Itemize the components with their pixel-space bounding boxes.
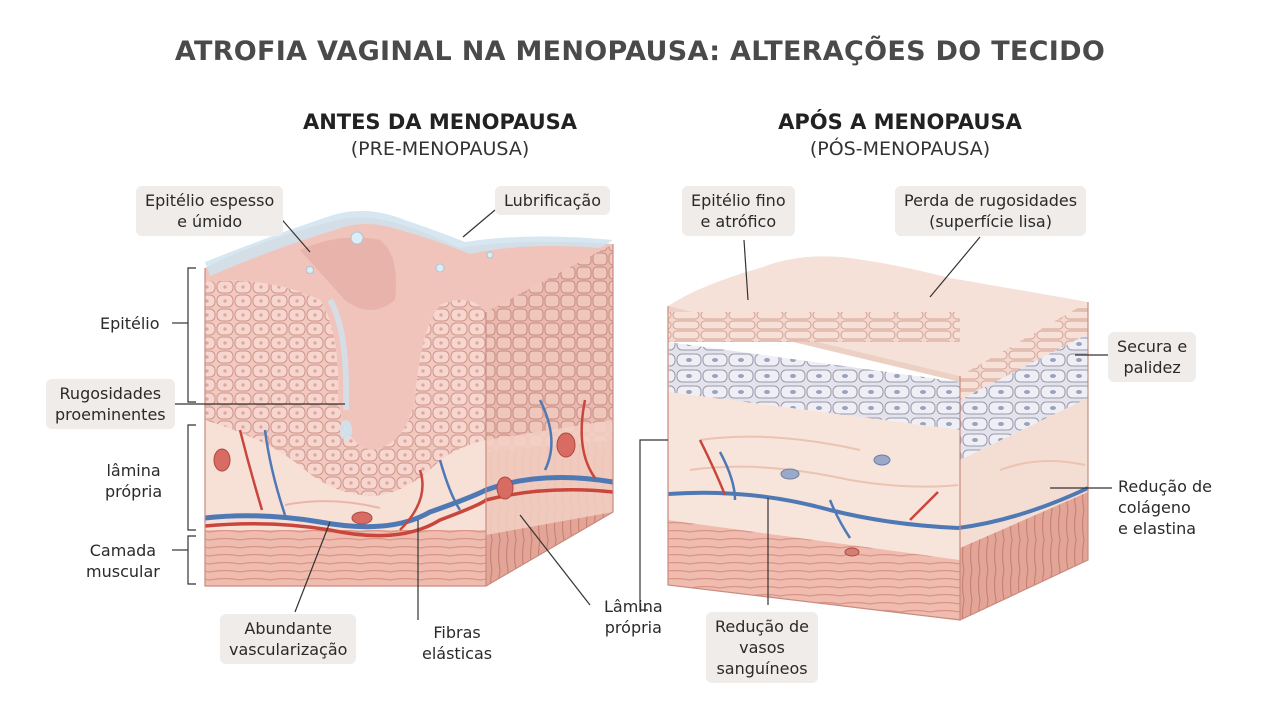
label-fibras-line2: elásticas [422, 644, 493, 663]
label-lubrificacao-text: Lubrificação [504, 191, 602, 210]
label-secura-palidez: Secura e palidez [1108, 332, 1197, 382]
label-epitelio: Epitélio [100, 313, 160, 334]
page-title: ATROFIA VAGINAL NA MENOPAUSA: ALTERAÇÕES… [174, 36, 1106, 67]
label-colageno-line1: Redução de [1118, 477, 1213, 496]
label-vasos-line1: Redução de [715, 617, 810, 636]
label-fibras-elasticas: Fibras elásticas [422, 622, 492, 664]
label-camada-muscular-line1: Camada [89, 541, 157, 560]
left-panel-heading: ANTES DA MENOPAUSA (PRE-MENOPAUSA) [200, 110, 680, 160]
label-rugosidades-line2: proeminentes [55, 405, 166, 424]
label-vasos-line3: sanguíneos [716, 659, 808, 678]
left-heading-text: ANTES DA MENOPAUSA [302, 110, 578, 134]
label-secura-line2: palidez [1123, 358, 1181, 377]
label-fibras-line1: Fibras [433, 623, 481, 642]
label-lamina-propria-bottom: Lâmina própria [604, 596, 663, 638]
label-camada-muscular-line2: muscular [86, 562, 160, 581]
label-lamina-propria-side-line2: própria [105, 482, 163, 501]
label-reducao-colageno: Redução de colágeno e elastina [1118, 476, 1212, 539]
label-epitelio-espesso: Epitélio espesso e úmido [136, 186, 284, 236]
label-epitelio-espesso-line2: e úmido [177, 212, 243, 231]
label-lamina-propria-side: lâmina própria [105, 460, 162, 502]
label-colageno-line3: e elastina [1118, 519, 1197, 538]
label-epitelio-fino: Epitélio fino e atrófico [682, 186, 795, 236]
label-epitelio-text: Epitélio [100, 314, 160, 333]
label-abundante-line1: Abundante [244, 619, 333, 638]
label-vasos-line2: vasos [739, 638, 785, 657]
label-reducao-vasos: Redução de vasos sanguíneos [706, 612, 819, 683]
right-panel-heading: APÓS A MENOPAUSA (PÓS-MENOPAUSA) [660, 110, 1140, 160]
label-epitelio-fino-line1: Epitélio fino [691, 191, 786, 210]
label-perda-line2: (superfície lisa) [929, 212, 1052, 231]
label-lamina-bottom-line2: própria [604, 618, 662, 637]
label-abundante-vascularizacao: Abundante vascularização [220, 614, 357, 664]
label-secura-line1: Secura e [1117, 337, 1188, 356]
label-rugosidades-line1: Rugosidades [59, 384, 162, 403]
label-epitelio-espesso-line1: Epitélio espesso [145, 191, 275, 210]
label-camada-muscular: Camada muscular [86, 540, 160, 582]
label-perda-line1: Perda de rugosidades [904, 191, 1078, 210]
label-perda-rugosidades: Perda de rugosidades (superfície lisa) [895, 186, 1087, 236]
label-colageno-line2: colágeno [1118, 498, 1191, 517]
label-rugosidades: Rugosidades proeminentes [46, 379, 175, 429]
right-heading-text: APÓS A MENOPAUSA [778, 110, 1022, 134]
label-lamina-propria-side-line1: lâmina [106, 461, 161, 480]
label-epitelio-fino-line2: e atrófico [700, 212, 777, 231]
label-lamina-bottom-line1: Lâmina [604, 597, 663, 616]
left-subheading-text: (PRE-MENOPAUSA) [350, 138, 530, 160]
right-subheading-text: (PÓS-MENOPAUSA) [809, 138, 991, 160]
label-abundante-line2: vascularização [229, 640, 348, 659]
label-lubrificacao: Lubrificação [495, 186, 611, 215]
